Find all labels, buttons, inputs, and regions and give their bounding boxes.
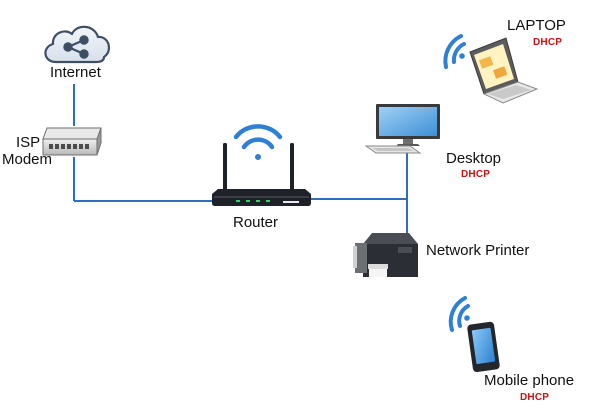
laptop-label: LAPTOP — [507, 17, 566, 34]
mobile-phone-icon — [467, 321, 500, 373]
wireless-router-icon — [212, 124, 311, 206]
printer-label: Network Printer — [426, 242, 530, 259]
desktop-dhcp-badge: DHCP — [461, 169, 491, 180]
phone-wifi-signal-icon — [448, 296, 470, 332]
printer-icon — [353, 233, 418, 277]
network-links — [73, 84, 408, 236]
internet-label: Internet — [50, 64, 101, 81]
mobile-phone-label: Mobile phone — [484, 372, 575, 389]
modem-icon — [42, 127, 102, 156]
laptop-dhcp-badge: DHCP — [533, 37, 563, 48]
isp-modem-label-line2: Modem — [2, 151, 53, 168]
desktop-computer-icon — [364, 104, 440, 154]
isp-modem-label-line1: ISP — [16, 134, 41, 151]
router-wifi-signal-icon — [233, 124, 283, 160]
desktop-label: Desktop — [446, 150, 502, 167]
cloud-share-icon — [44, 25, 111, 64]
router-label: Router — [233, 214, 279, 231]
laptop-wifi-signal-icon — [443, 34, 466, 69]
mobile-dhcp-badge: DHCP — [520, 392, 550, 403]
laptop-icon — [469, 37, 539, 104]
